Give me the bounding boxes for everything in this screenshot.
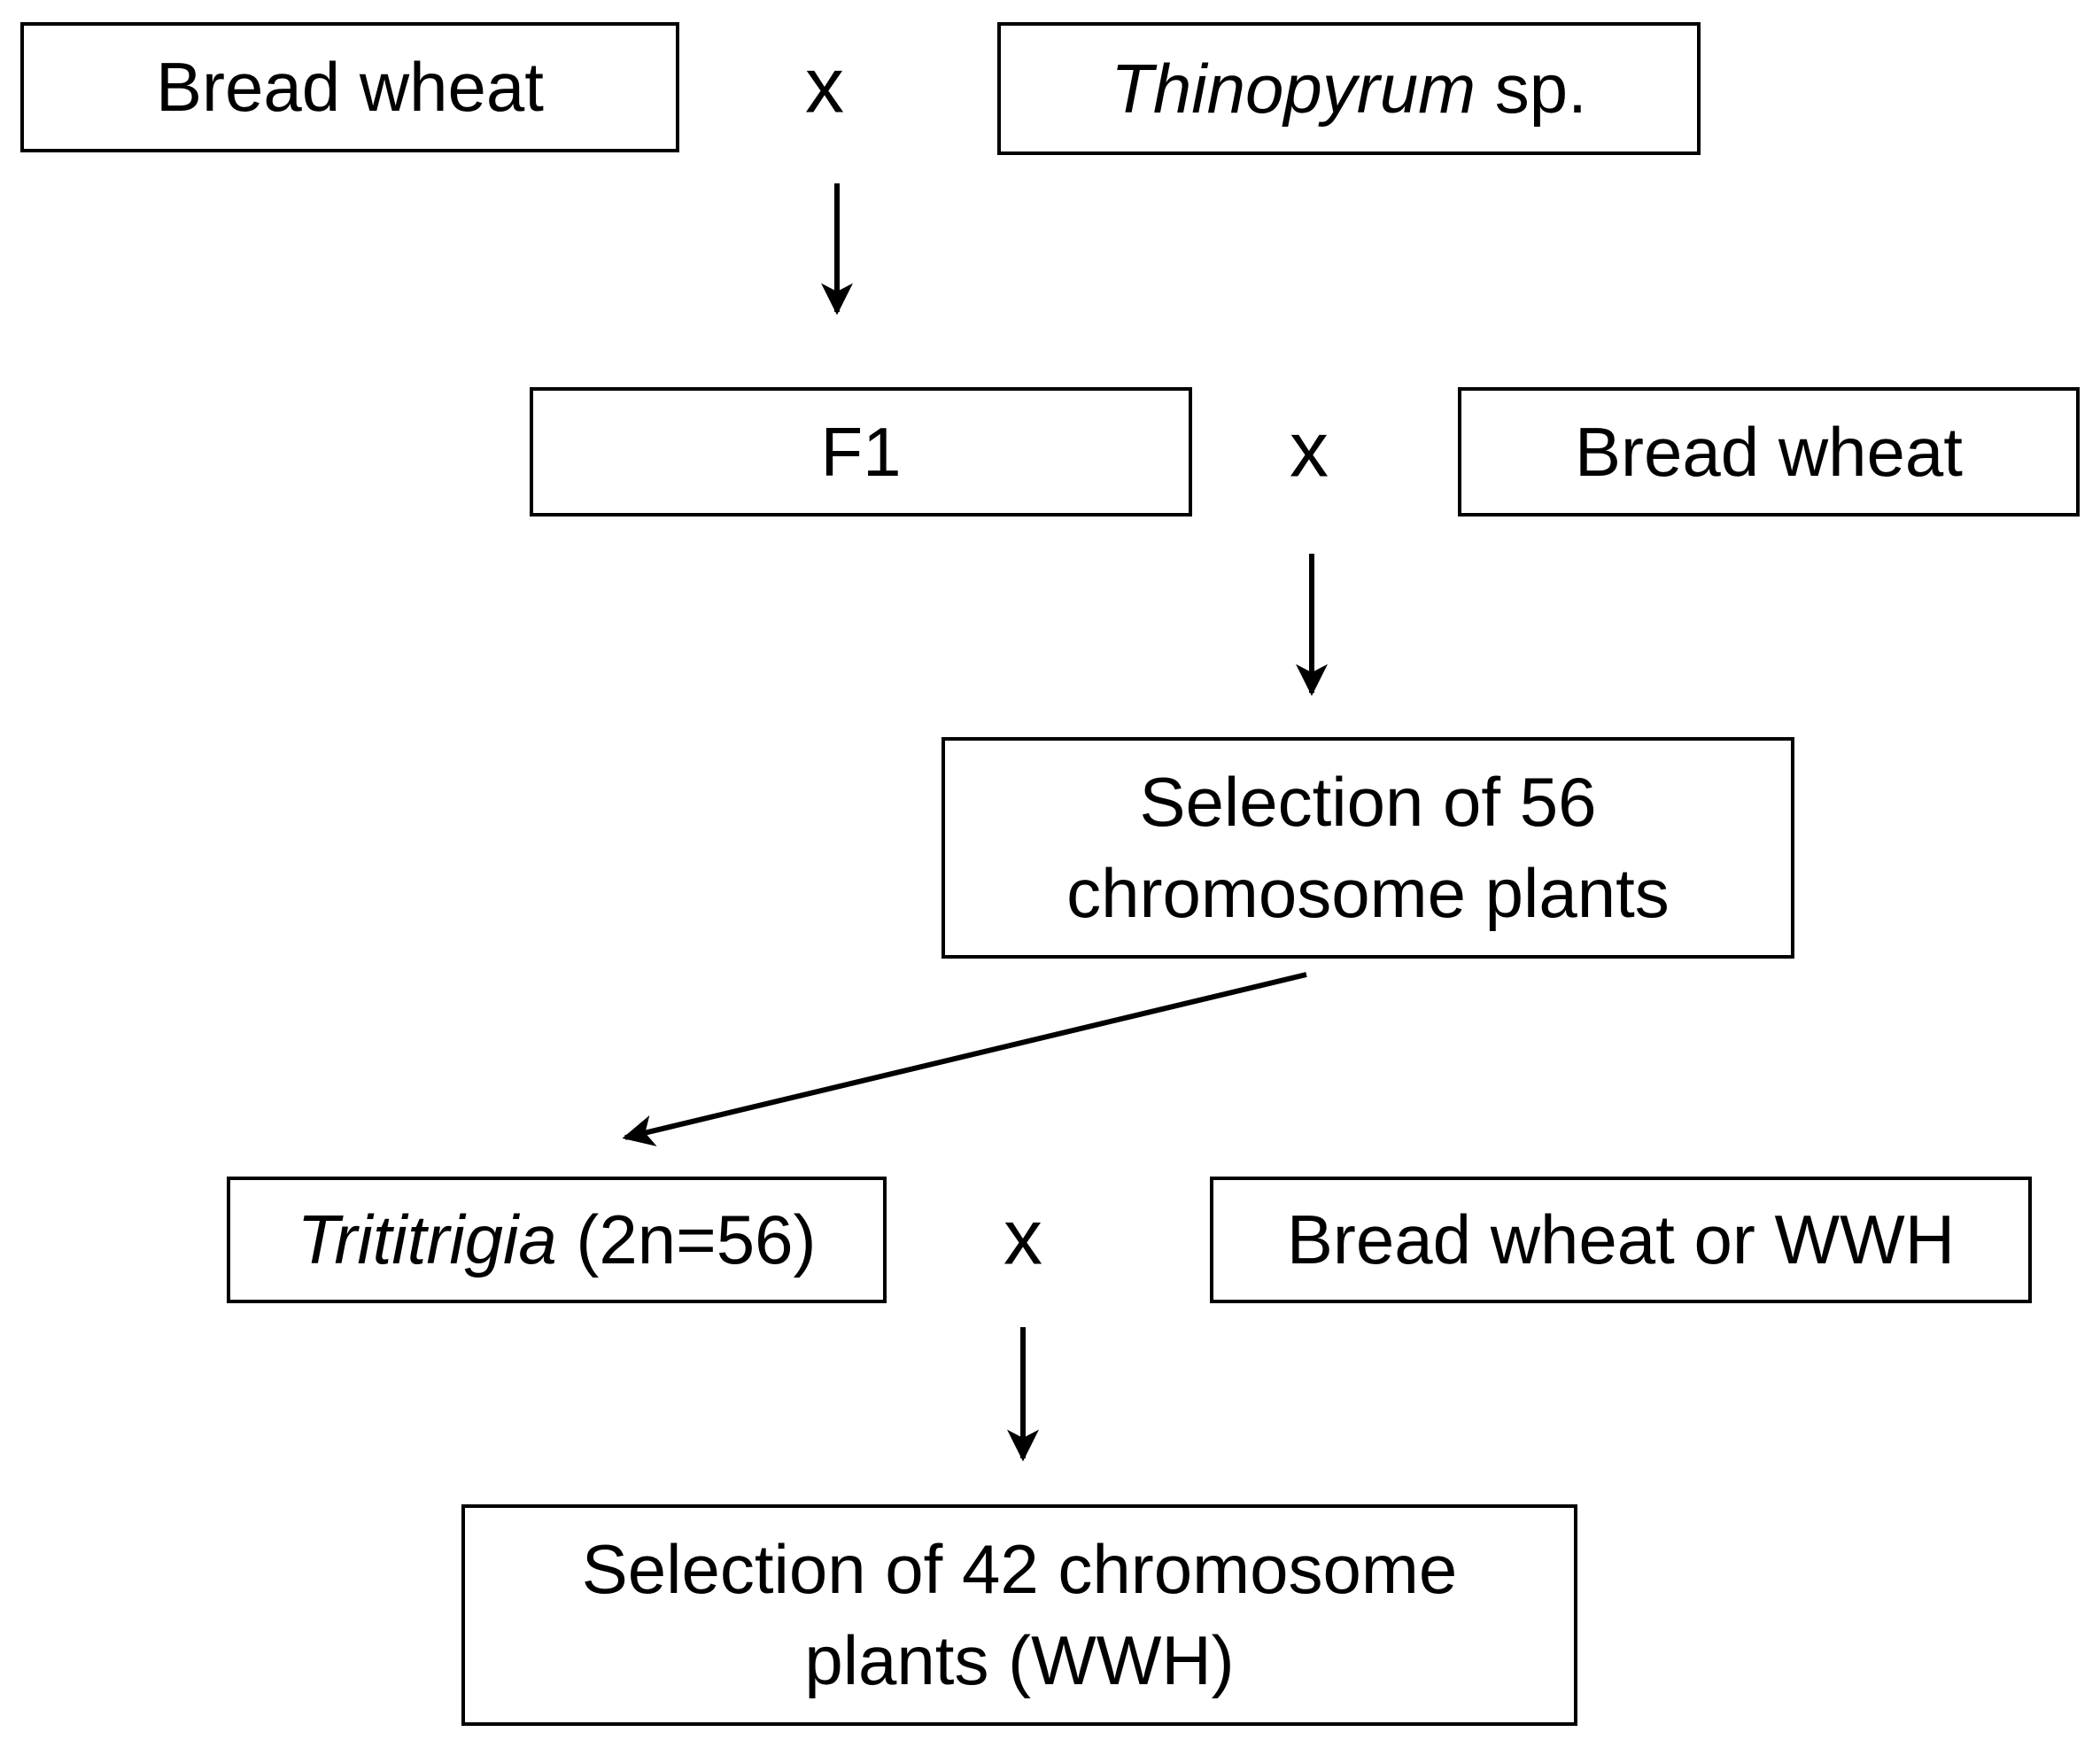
box-bread-wheat-parent: Bread wheat [20, 22, 679, 152]
thinopyrum-suffix: sp. [1476, 49, 1587, 128]
box-bread-wheat-parent-label: Bread wheat [156, 48, 544, 127]
box-bread-wheat-or-wwh: Bread wheat or WWH [1210, 1177, 2032, 1303]
trititrigia-suffix: (2n=56) [556, 1200, 817, 1279]
cross-symbol-1: x [805, 41, 844, 129]
cross-symbol-2: x [1290, 405, 1329, 493]
box-trititrigia-label: Trititrigia (2n=56) [298, 1194, 817, 1286]
box-selection-56-line2: chromosome plants [1066, 854, 1670, 932]
box-f1-label: F1 [820, 412, 902, 491]
trititrigia-genus-italic: Trititrigia [297, 1200, 557, 1279]
box-bread-wheat-backcross-label: Bread wheat [1575, 412, 1963, 491]
box-selection-56: Selection of 56 chromosome plants [942, 737, 1794, 959]
box-thinopyrum: Thinopyrum sp. [997, 22, 1701, 155]
box-thinopyrum-label: Thinopyrum sp. [1111, 43, 1587, 135]
cross-symbol-3: x [1004, 1192, 1042, 1281]
box-selection-56-line1: Selection of 56 [1139, 763, 1597, 842]
arrow-selection56-to-trititrigia [622, 972, 1307, 1146]
box-selection-42: Selection of 42 chromosome plants (WWH) [461, 1504, 1577, 1726]
box-bread-wheat-backcross: Bread wheat [1458, 387, 2080, 517]
box-selection-42-line1: Selection of 42 chromosome [581, 1530, 1458, 1609]
box-f1: F1 [530, 387, 1192, 517]
box-selection-42-line2: plants (WWH) [804, 1621, 1235, 1699]
box-bread-wheat-or-wwh-label: Bread wheat or WWH [1286, 1200, 1956, 1279]
thinopyrum-genus-italic: Thinopyrum [1111, 49, 1476, 128]
box-trititrigia: Trititrigia (2n=56) [227, 1177, 887, 1303]
